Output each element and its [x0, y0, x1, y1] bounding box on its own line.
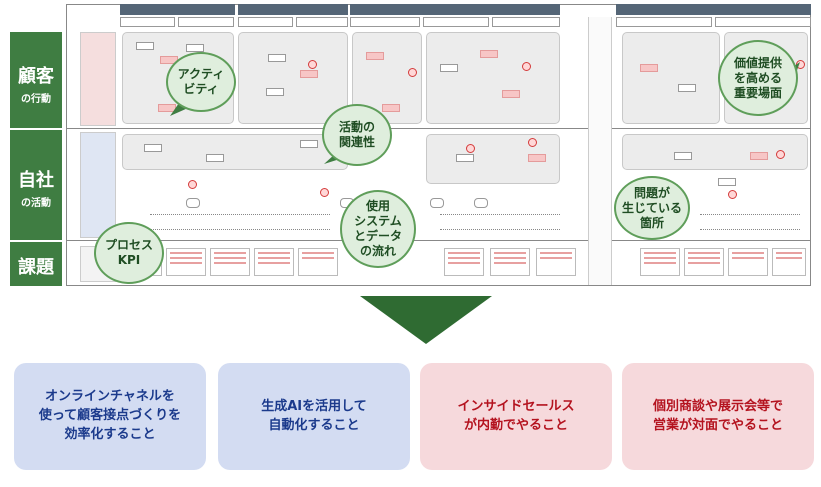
- sticky: [144, 144, 162, 152]
- sticky: [300, 140, 318, 148]
- issue-note: [210, 248, 250, 276]
- issue-note: [536, 248, 576, 276]
- problem-marker: [408, 68, 417, 77]
- sticky: [528, 154, 546, 162]
- phase-bar-4: [616, 4, 811, 15]
- callout-problem: 問題が 生じている 箇所: [614, 176, 690, 240]
- callout-activity: アクティ ビティ: [166, 52, 236, 112]
- issue-note: [490, 248, 530, 276]
- problem-marker: [522, 62, 531, 71]
- sticky: [718, 178, 736, 186]
- callout-relevance: 活動の 関連性: [322, 104, 392, 166]
- phase-bar-2: [238, 4, 348, 15]
- problem-marker: [320, 188, 329, 197]
- scene-6: [423, 17, 489, 27]
- lane-issues-title: 課題: [18, 257, 54, 278]
- scene-9: [715, 17, 811, 27]
- sticky: [206, 154, 224, 162]
- callout-system: 使用 システム とデータ の流れ: [340, 190, 416, 268]
- scene-4: [296, 17, 348, 27]
- issue-note: [254, 248, 294, 276]
- lane-company-title: 自社: [18, 170, 54, 191]
- system-icon: [474, 198, 488, 208]
- lane-customer-title: 顧客: [18, 66, 54, 87]
- issue-note: [772, 248, 806, 276]
- sticky: [158, 104, 176, 112]
- scene-3: [238, 17, 293, 27]
- sticky: [456, 154, 474, 162]
- sticky: [366, 52, 384, 60]
- sticky: [674, 152, 692, 160]
- sticky: [382, 104, 400, 112]
- issue-note: [298, 248, 338, 276]
- sticky: [640, 64, 658, 72]
- company-sublabel: [80, 132, 116, 238]
- lane-divider-2: [66, 240, 811, 241]
- scene-7: [492, 17, 560, 27]
- sticky: [266, 88, 284, 96]
- problem-marker: [308, 60, 317, 69]
- system-icon: [430, 198, 444, 208]
- issue-note: [728, 248, 768, 276]
- sticky: [136, 42, 154, 50]
- problem-marker: [528, 138, 537, 147]
- problem-marker: [466, 144, 475, 153]
- issue-note: [640, 248, 680, 276]
- timeline-break: [588, 17, 612, 285]
- kpi-row: [700, 214, 800, 230]
- sticky: [440, 64, 458, 72]
- problem-marker: [188, 180, 197, 189]
- activity-box-4: [426, 32, 560, 124]
- lane-company-subtitle: の活動: [21, 198, 51, 209]
- sticky: [750, 152, 768, 160]
- solution-card-online: オンラインチャネルを 使って顧客接点づくりを 効率化すること: [14, 363, 206, 470]
- down-arrow: [360, 296, 492, 344]
- lane-divider-1: [66, 128, 811, 129]
- issue-note: [684, 248, 724, 276]
- issue-note: [166, 248, 206, 276]
- sticky: [480, 50, 498, 58]
- lane-issues: 課題: [10, 242, 62, 286]
- scene-8: [616, 17, 712, 27]
- solution-card-ai: 生成AIを活用して 自動化すること: [218, 363, 410, 470]
- lane-company: 自社 の活動: [10, 130, 62, 240]
- sticky: [186, 44, 204, 52]
- scene-5: [350, 17, 420, 27]
- customer-sublabel: [80, 32, 116, 126]
- callout-kpi: プロセス KPI: [94, 222, 164, 284]
- lane-customer-subtitle: の行動: [21, 94, 51, 105]
- problem-marker: [728, 190, 737, 199]
- sticky: [502, 90, 520, 98]
- activity-box-2: [238, 32, 348, 124]
- activity-box-5: [622, 32, 720, 124]
- problem-marker: [776, 150, 785, 159]
- phase-bar-3: [350, 4, 560, 15]
- sticky: [268, 54, 286, 62]
- scene-2: [178, 17, 234, 27]
- lane-customer: 顧客 の行動: [10, 32, 62, 128]
- solution-card-field-sales: 個別商談や展示会等で 営業が対面でやること: [622, 363, 814, 470]
- callout-value: 価値提供 を高める 重要場面: [718, 40, 798, 116]
- sticky: [300, 70, 318, 78]
- issue-note: [444, 248, 484, 276]
- system-icon: [186, 198, 200, 208]
- solution-card-inside-sales: インサイドセールス が内勤でやること: [420, 363, 612, 470]
- phase-bar-1: [120, 4, 235, 15]
- kpi-row: [150, 214, 330, 230]
- sticky: [678, 84, 696, 92]
- scene-1: [120, 17, 175, 27]
- kpi-row: [440, 214, 560, 230]
